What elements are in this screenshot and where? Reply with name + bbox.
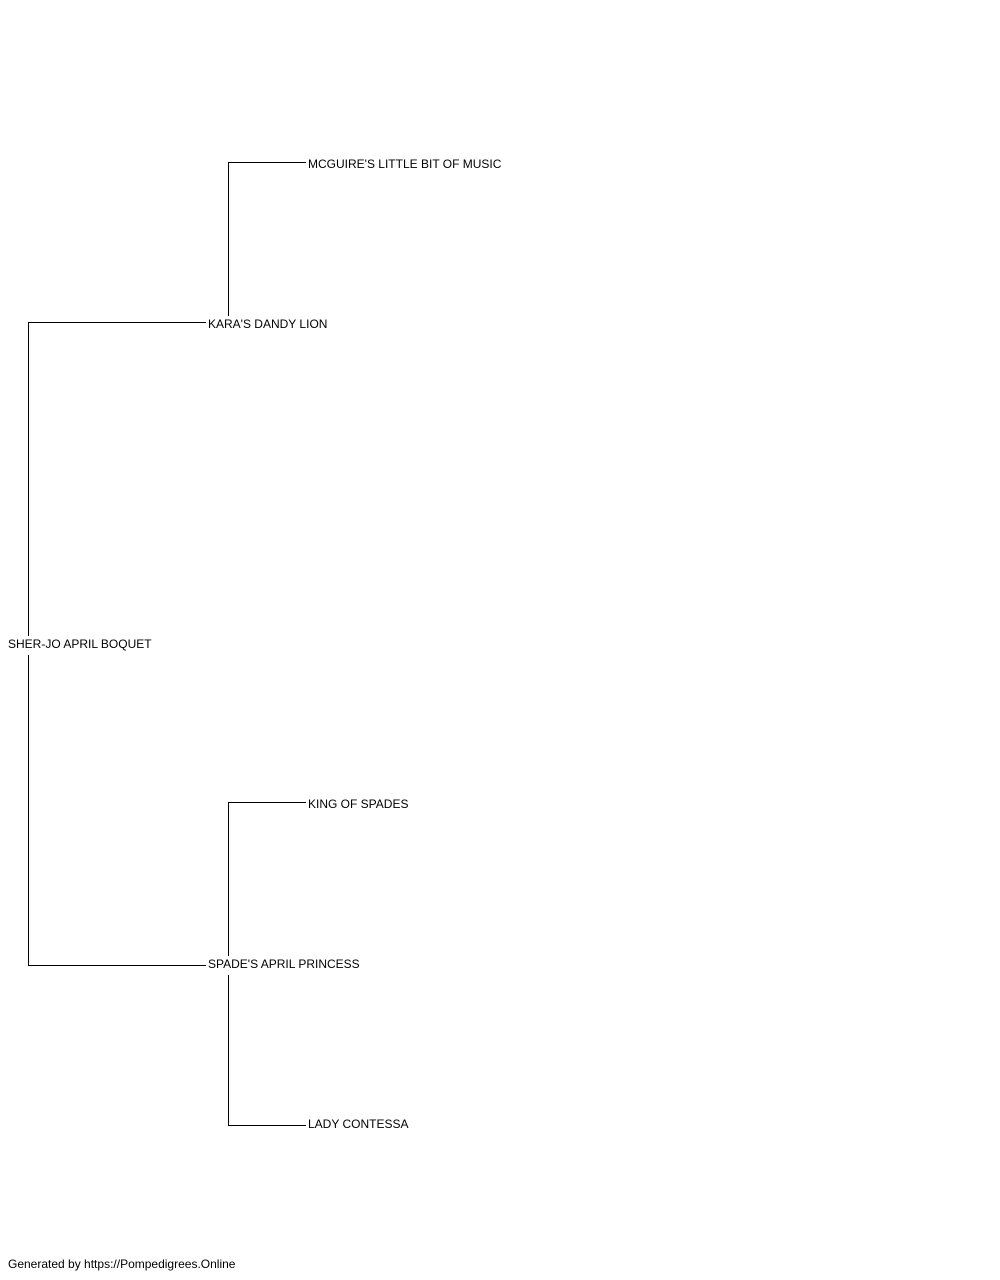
dam-dam-name: LADY CONTESSA <box>308 1117 409 1131</box>
dam-name: SPADE'S APRIL PRINCESS <box>208 957 360 971</box>
dam-sire-name: KING OF SPADES <box>308 797 409 811</box>
sire-sire-name: MCGUIRE'S LITTLE BIT OF MUSIC <box>308 157 502 171</box>
subject-name: SHER-JO APRIL BOQUET <box>8 637 152 651</box>
sire-name: KARA'S DANDY LION <box>208 317 328 331</box>
generated-by-footer: Generated by https://Pompedigrees.Online <box>8 1257 236 1271</box>
